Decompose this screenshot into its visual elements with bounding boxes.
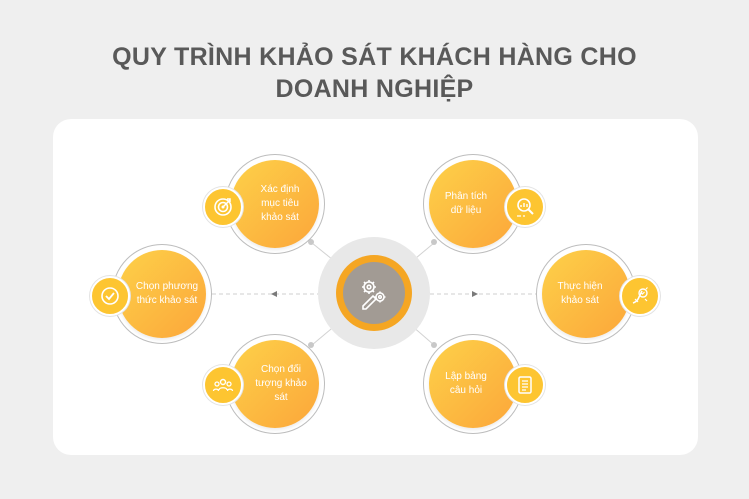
- people-group-icon: [212, 378, 234, 392]
- arrow-left-icon: [271, 291, 277, 297]
- step-badge-3: [620, 276, 660, 316]
- step-badge-4: [505, 365, 545, 405]
- target-icon: [214, 198, 232, 216]
- step-label: Phân tích dữ liệu: [444, 191, 488, 216]
- step-badge-6: [90, 276, 130, 316]
- step-bubble-2: Phân tích dữ liệu: [429, 160, 517, 248]
- step-label: Xác định mục tiêu khảo sát: [260, 184, 300, 223]
- step-bubble-1: Xác định mục tiêu khảo sát: [231, 160, 319, 248]
- step-label: Chọn đối tượng khảo sát: [255, 364, 307, 403]
- step-label: Chọn phương thức khảo sát: [135, 281, 199, 306]
- page-title-line-1: QUY TRÌNH KHẢO SÁT KHÁCH HÀNG CHO: [112, 43, 637, 71]
- step-bubble-5: Chọn đối tượng khảo sát: [231, 340, 319, 428]
- magnifier-chart-icon: [517, 198, 534, 217]
- gears-pencil-icon: [362, 280, 386, 310]
- connector-dot: [308, 239, 314, 245]
- connector-dot: [308, 342, 314, 348]
- connector-dot: [431, 239, 437, 245]
- arrow-right-icon: [472, 291, 478, 297]
- survey-hand-icon: [632, 287, 648, 304]
- step-bubble-6: Chọn phương thức khảo sát: [118, 250, 206, 338]
- checkmark-icon: [101, 287, 119, 305]
- step-badge-1: [203, 187, 243, 227]
- step-bubble-4: Lập bảng câu hỏi: [429, 340, 517, 428]
- connector-dot: [431, 342, 437, 348]
- page-title-line-2: DOANH NGHIỆP: [275, 75, 474, 103]
- step-bubble-3: Thực hiện khảo sát: [542, 250, 630, 338]
- step-badge-2: [505, 187, 545, 227]
- questionnaire-icon: [518, 376, 532, 394]
- center-hub-inner: [343, 262, 405, 324]
- step-label: Thực hiện khảo sát: [557, 281, 603, 306]
- step-label: Lập bảng câu hỏi: [445, 371, 487, 396]
- step-badge-5: [203, 365, 243, 405]
